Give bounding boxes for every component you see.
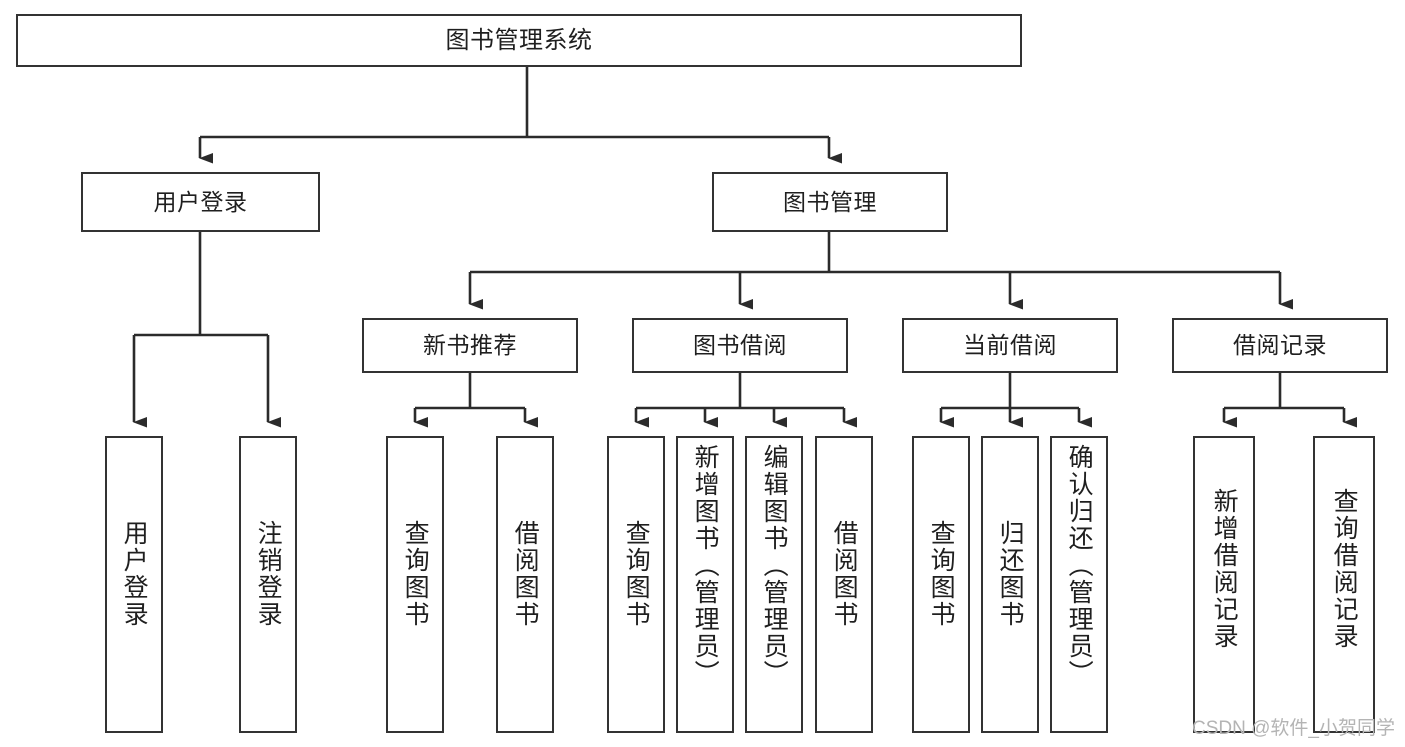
node-label: 当前借阅 xyxy=(963,332,1057,359)
node-label: 查询图书 xyxy=(927,520,956,628)
node-root-book-management-system[interactable]: 图书管理系统 xyxy=(16,14,1022,67)
node-label: 确认归还（管理员） xyxy=(1065,444,1094,687)
leaf-user-login[interactable]: 用户登录 xyxy=(105,436,163,733)
node-label: 归还图书 xyxy=(996,520,1025,628)
node-label: 图书借阅 xyxy=(693,332,787,359)
node-label: 新书推荐 xyxy=(423,332,517,359)
leaf-borrow-borrow-book[interactable]: 借阅图书 xyxy=(815,436,873,733)
csdn-watermark: CSDN @软件_小贺同学 xyxy=(1192,718,1395,739)
leaf-user-logout[interactable]: 注销登录 xyxy=(239,436,297,733)
leaf-rec-query-book[interactable]: 查询图书 xyxy=(386,436,444,733)
node-book-borrowing[interactable]: 图书借阅 xyxy=(632,318,848,373)
leaf-current-confirm-return-admin[interactable]: 确认归还（管理员） xyxy=(1050,436,1108,733)
node-label: 查询图书 xyxy=(401,520,430,628)
node-book-management[interactable]: 图书管理 xyxy=(712,172,948,232)
node-label: 借阅图书 xyxy=(511,520,540,628)
node-label: 图书管理系统 xyxy=(445,26,593,54)
node-label: 用户登录 xyxy=(153,188,248,215)
node-label: 注销登录 xyxy=(254,520,283,628)
node-label: 查询借阅记录 xyxy=(1330,488,1359,650)
node-label: 编辑图书（管理员） xyxy=(760,444,789,687)
node-label: 图书管理 xyxy=(783,188,877,215)
node-label: 用户登录 xyxy=(120,520,149,628)
leaf-borrow-edit-book-admin[interactable]: 编辑图书（管理员） xyxy=(745,436,803,733)
node-label: 借阅图书 xyxy=(830,520,859,628)
leaf-current-query-book[interactable]: 查询图书 xyxy=(912,436,970,733)
leaf-record-query-record[interactable]: 查询借阅记录 xyxy=(1313,436,1375,733)
leaf-borrow-query-book[interactable]: 查询图书 xyxy=(607,436,665,733)
node-label: 借阅记录 xyxy=(1233,332,1327,359)
node-label: 查询图书 xyxy=(622,520,651,628)
node-borrowing-records[interactable]: 借阅记录 xyxy=(1172,318,1388,373)
leaf-rec-borrow-book[interactable]: 借阅图书 xyxy=(496,436,554,733)
node-current-borrowing[interactable]: 当前借阅 xyxy=(902,318,1118,373)
leaf-current-return-book[interactable]: 归还图书 xyxy=(981,436,1039,733)
leaf-borrow-add-book-admin[interactable]: 新增图书（管理员） xyxy=(676,436,734,733)
node-new-book-recommendation[interactable]: 新书推荐 xyxy=(362,318,578,373)
node-user-login[interactable]: 用户登录 xyxy=(81,172,320,232)
node-label: 新增图书（管理员） xyxy=(691,444,720,687)
leaf-record-add-record[interactable]: 新增借阅记录 xyxy=(1193,436,1255,733)
node-label: 新增借阅记录 xyxy=(1210,488,1239,650)
